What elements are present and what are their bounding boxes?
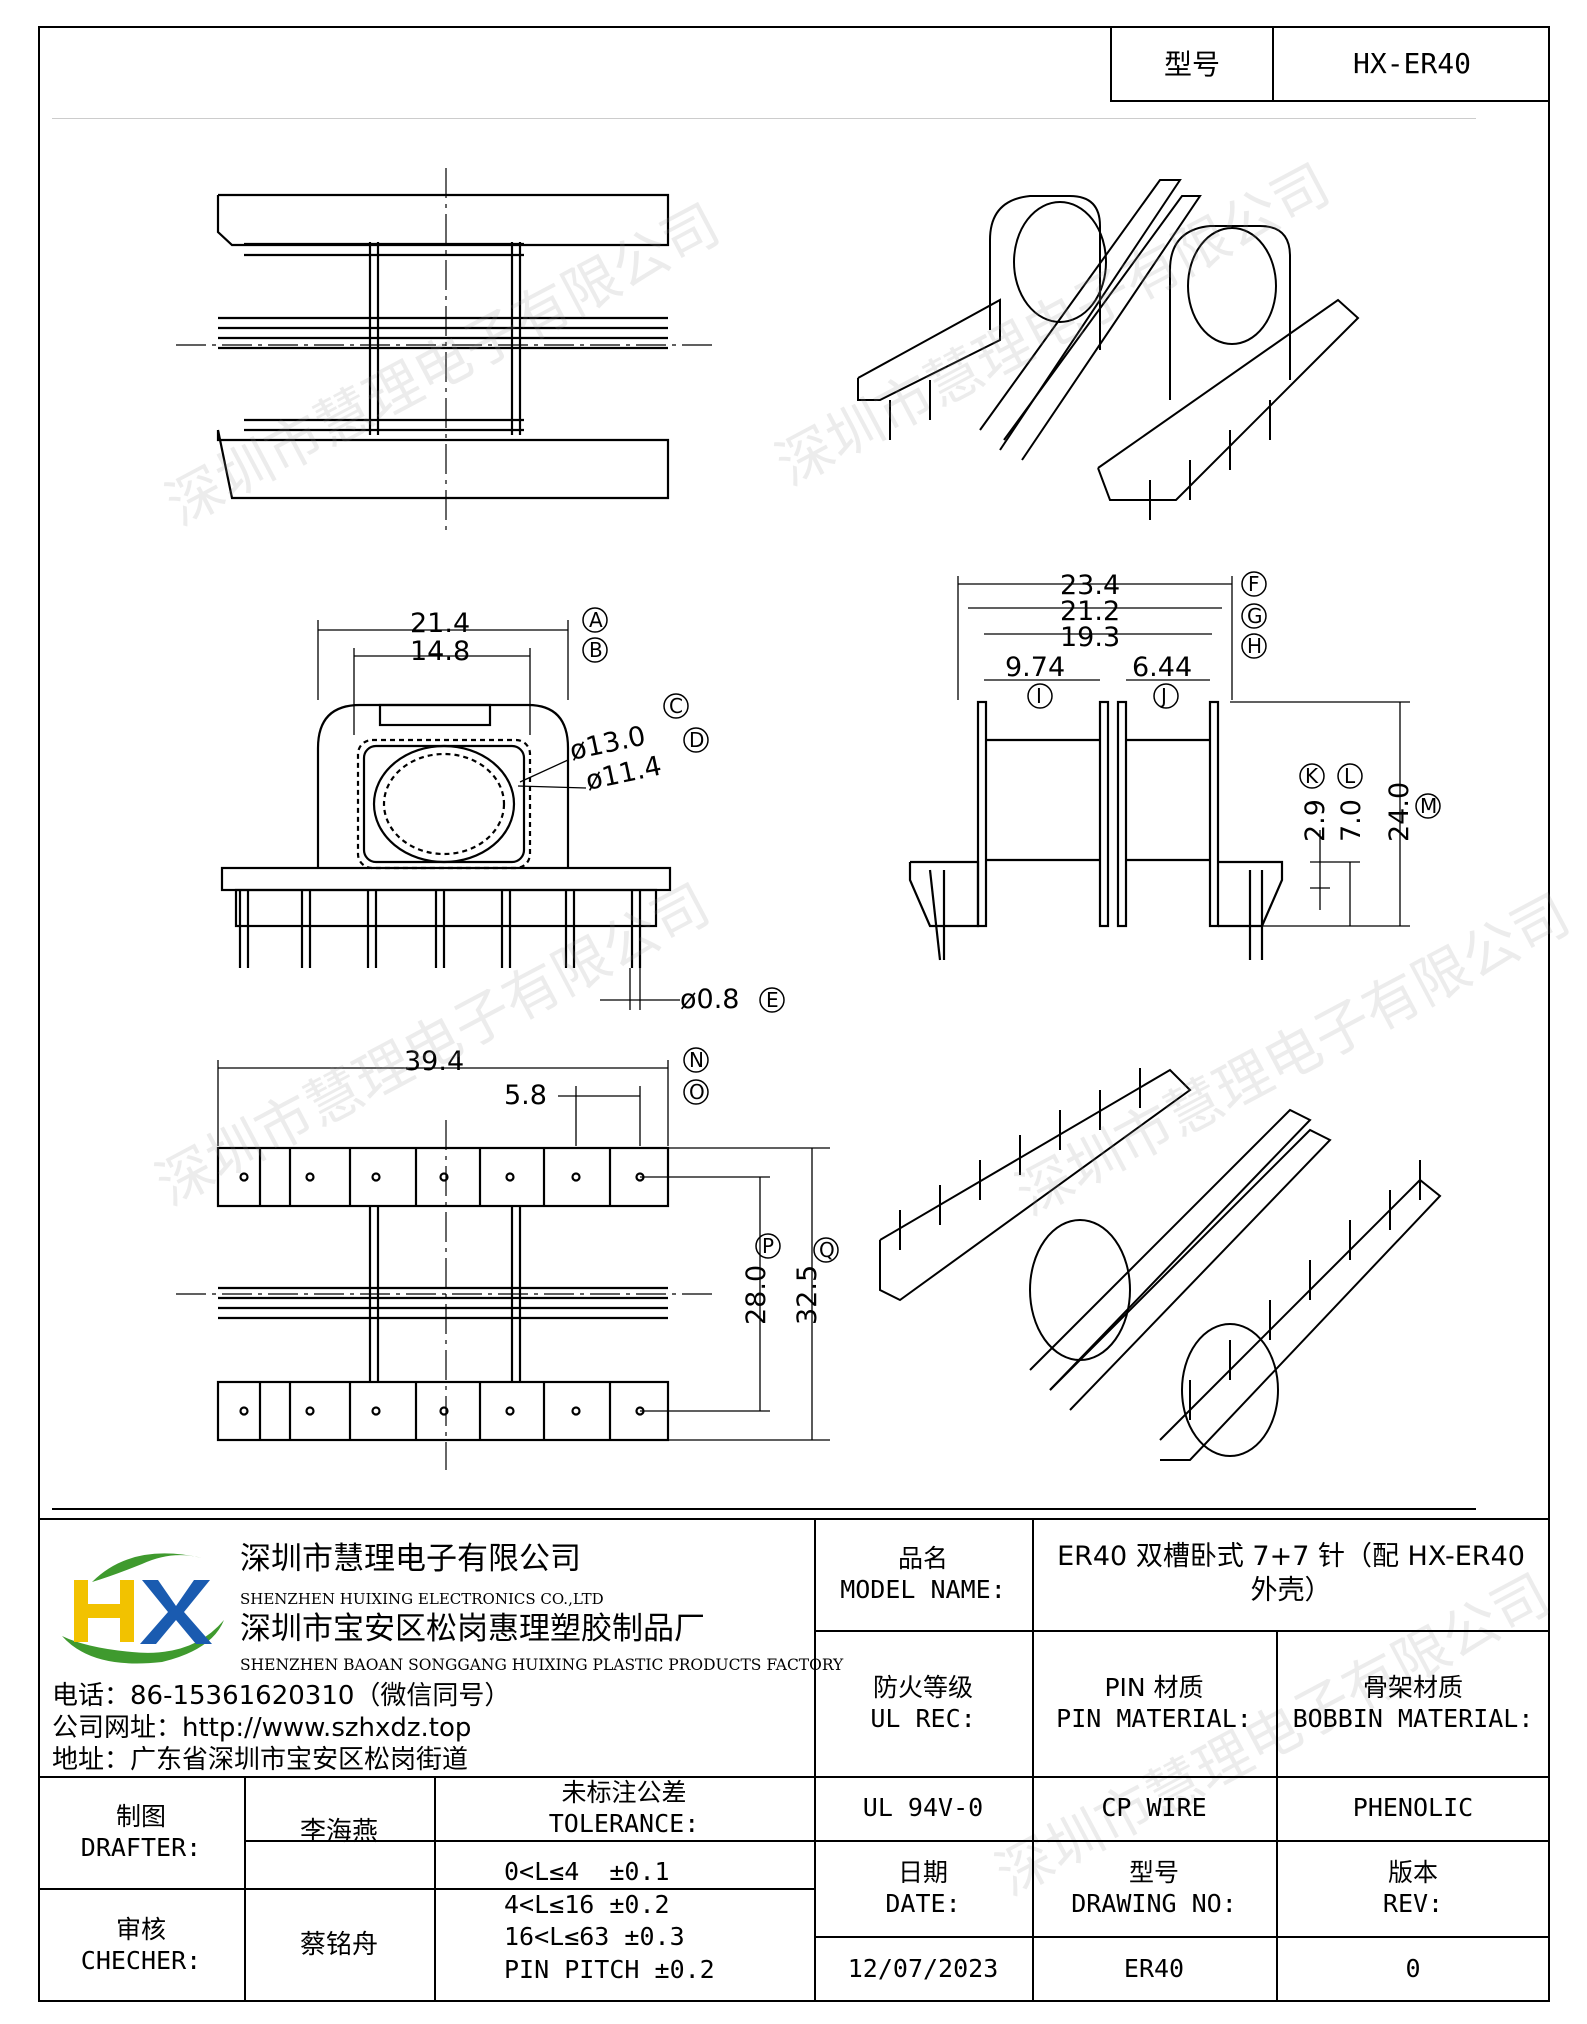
front-view [220,620,680,1010]
svg-text:B: B [589,638,603,662]
marker-O: O [683,1079,709,1105]
ul-rec-label: 防火等级 UL REC: [870,1672,976,1733]
marker-P: P [755,1233,781,1259]
drawing-bottom-divider [52,1508,1476,1510]
model-value: HX-ER40 [1352,46,1471,80]
factory-name-cn: 深圳市宝安区松岗惠理塑胶制品厂 [240,1611,705,1647]
iso-view-top [857,179,1360,520]
top-view [176,168,712,530]
ul-rec-value: UL 94V-0 [862,1793,984,1823]
model-label: 型号 [1112,26,1274,100]
dim-32.5: 32.5 [792,1265,823,1325]
svg-text:F: F [1248,572,1260,596]
checker-label: 审核 CHECHER: [80,1914,202,1975]
svg-text:I: I [1036,684,1042,708]
marker-I: I [1027,683,1053,709]
svg-text:H: H [1247,634,1262,658]
marker-L: L [1337,763,1363,789]
bobbin-material-value: PHENOLIC [1352,1793,1474,1823]
marker-B: B [582,637,608,663]
drawing-no-value: ER40 [1123,1954,1185,1984]
marker-C: C [663,693,689,719]
marker-K: K [1299,763,1325,789]
svg-text:K: K [1305,764,1319,788]
marker-M: M [1415,793,1441,819]
marker-G: G [1241,603,1267,629]
marker-E: E [759,987,785,1013]
rev-value: 0 [1405,1954,1421,1984]
dim-19.3: 19.3 [1060,622,1120,653]
factory-name-en: SHENZHEN BAOAN SONGGANG HUIXING PLASTIC … [240,1656,844,1674]
marker-J: J [1153,683,1179,709]
dim-14.8: 14.8 [410,636,470,667]
bobbin-material-label: 骨架材质 BOBBIN MATERIAL: [1292,1672,1534,1733]
title-model-box: 型号 HX-ER40 [1110,26,1550,102]
side-view [908,576,1410,961]
tolerance-line-3: 16<L≤63 ±0.3 [504,1922,685,1951]
marker-N: N [683,1047,709,1073]
svg-text:C: C [669,694,683,718]
company-website[interactable]: 公司网址：http://www.szhxdz.top [52,1713,472,1743]
checker-name: 蔡铭舟 [299,1929,378,1960]
svg-text:L: L [1344,764,1356,788]
drawing-no-label: 型号 DRAWING NO: [1071,1857,1237,1918]
tolerance-values: 0<L≤4 ±0.1 4<L≤16 ±0.2 16<L≤63 ±0.3 PIN … [434,1840,814,2002]
rev-label: 版本 REV: [1382,1857,1444,1918]
dim-23.4: 23.4 [1060,570,1120,601]
pin-material-value: CP WIRE [1101,1793,1207,1823]
marker-Q: Q [813,1237,839,1263]
dim-9.74: 9.74 [1005,652,1065,683]
company-name-cn: 深圳市慧理电子有限公司 [240,1541,581,1577]
marker-H: H [1241,633,1267,659]
pin-material-label: PIN 材质 PIN MATERIAL: [1056,1672,1252,1733]
svg-text:J: J [1159,684,1167,708]
tolerance-line-1: 0<L≤4 ±0.1 [504,1857,670,1886]
date-label: 日期 DATE: [885,1857,961,1918]
svg-text:P: P [762,1234,774,1258]
company-name-en: SHENZHEN HUIXING ELECTRONICS CO.,LTD [240,1590,604,1608]
dim-2.9: 2.9 [1300,799,1331,842]
svg-text:A: A [589,608,603,632]
top-divider [52,118,1476,119]
tolerance-label: 未标注公差 TOLERANCE: [548,1777,700,1838]
bottom-pins [239,1172,645,1416]
dim-24.0: 24.0 [1384,782,1415,842]
marker-F: F [1241,571,1267,597]
dim-21.4: 21.4 [410,608,470,639]
marker-D: D [683,727,709,753]
model-name-label: 品名 MODEL NAME: [840,1543,1006,1604]
dim-39.4: 39.4 [404,1046,464,1077]
drawing-frame [38,26,1550,2002]
company-phone: 电话：86-15361620310（微信同号） [52,1681,511,1711]
date-value: 12/07/2023 [847,1954,999,1984]
svg-text:G: G [1247,604,1263,628]
svg-text:E: E [766,988,779,1012]
front-pins [238,890,642,968]
model-name-value: ER40 双槽卧式 7+7 针（配 HX-ER40 外壳） [1057,1541,1525,1606]
tolerance-line-4: PIN PITCH ±0.2 [504,1954,715,1984]
marker-A: A [582,607,608,633]
iso-view-bottom [879,1068,1442,1461]
tolerance-line-2: 4<L≤16 ±0.2 [504,1889,670,1919]
drafter-label: 制图 DRAFTER: [80,1801,202,1862]
technical-drawing: 21.4 14.8 ø13.0 ø11.4 ø0.8 23.4 21.2 19.… [176,168,1442,1470]
dim-7.0: 7.0 [1336,799,1367,842]
dim-21.2: 21.2 [1060,596,1120,627]
bottom-view [176,1060,830,1470]
dim-6.44: 6.44 [1132,652,1192,683]
svg-text:D: D [689,728,704,752]
company-logo [62,1553,224,1664]
company-address: 地址：广东省深圳市宝安区松岗街道 [52,1745,469,1775]
drafter-name: 李海燕 [299,1816,378,1847]
dim-5.8: 5.8 [504,1080,547,1111]
svg-text:Q: Q [819,1238,835,1262]
dim-28.0: 28.0 [741,1265,772,1325]
svg-text:M: M [1420,794,1437,818]
dim-pin-dia: ø0.8 [680,984,739,1015]
svg-text:O: O [689,1080,705,1104]
svg-text:N: N [689,1048,704,1072]
